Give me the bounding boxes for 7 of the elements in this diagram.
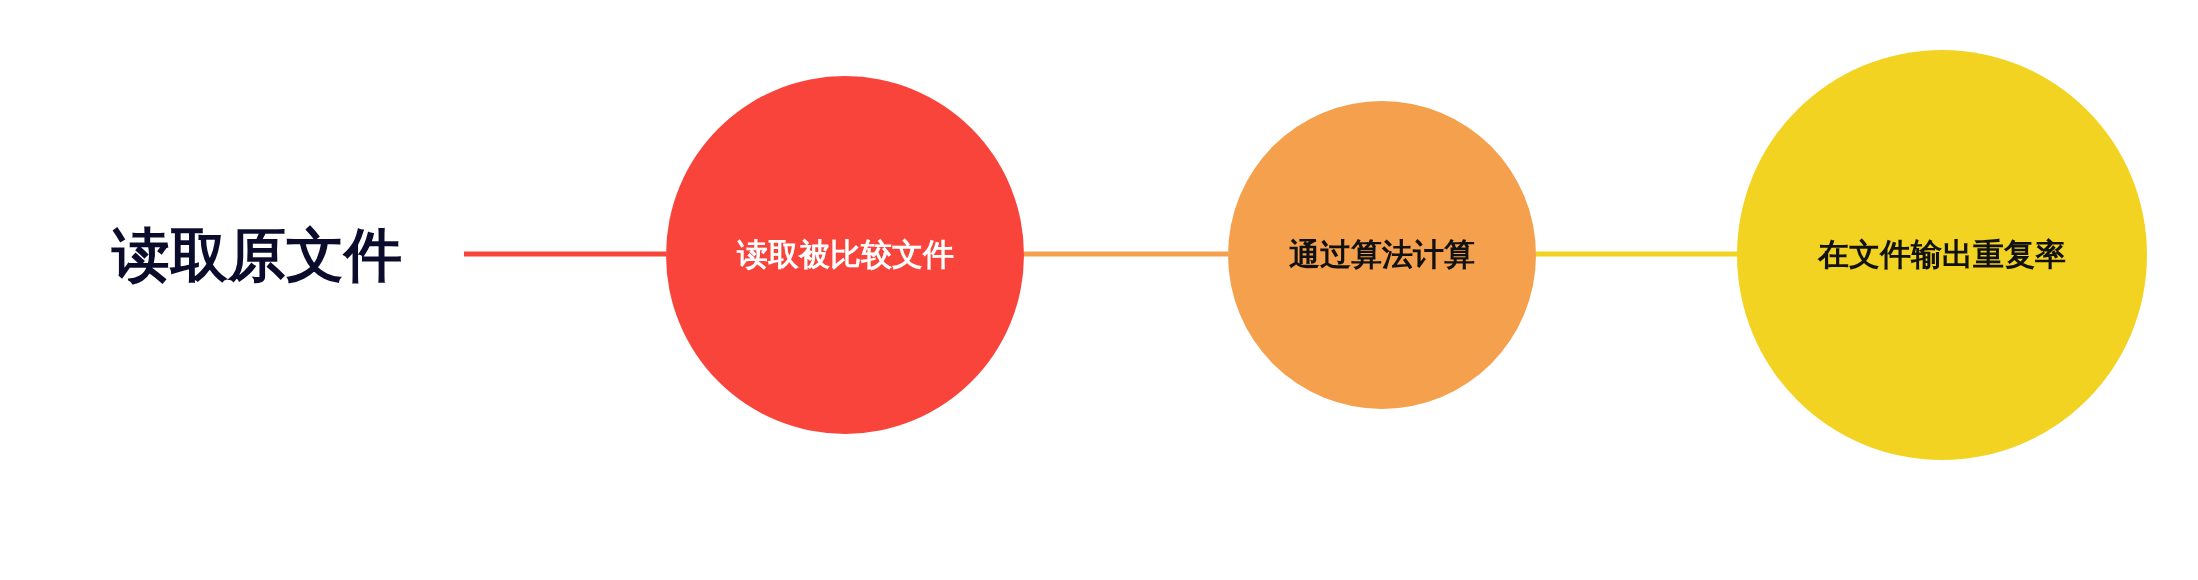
- step-label: 读取被比较文件: [736, 235, 954, 274]
- step-label: 在文件输出重复率: [1818, 235, 2066, 274]
- connector-line: [1536, 251, 1737, 257]
- step-label: 通过算法计算: [1289, 235, 1475, 274]
- root-topic-text: 读取原文件: [112, 226, 402, 284]
- connector-line: [1024, 251, 1228, 257]
- connector-line: [464, 251, 666, 257]
